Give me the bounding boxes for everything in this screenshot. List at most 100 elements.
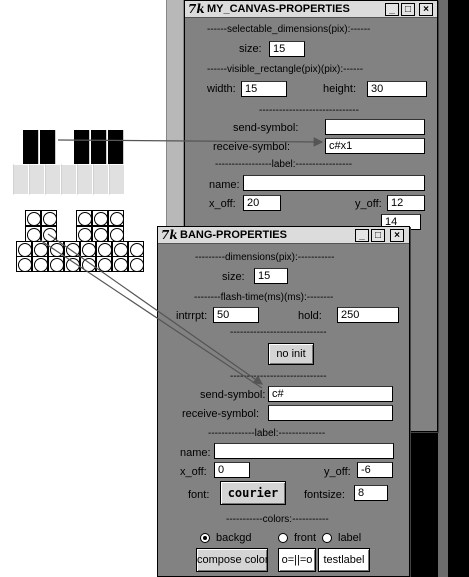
bang-properties-window: 7k BANG-PROPERTIES _ □ × ---------dimens… [157, 226, 410, 577]
fontsize-input[interactable]: 8 [354, 485, 388, 501]
y-off-input[interactable]: -6 [357, 462, 393, 478]
send-symbol-input[interactable] [325, 119, 425, 135]
white-key[interactable] [109, 164, 125, 195]
swap-colors-button[interactable]: o=||=o [278, 548, 316, 572]
hold-label: hold: [298, 310, 322, 322]
colors-separator: -----------colors:----------- [226, 514, 329, 525]
bang-object[interactable] [76, 210, 92, 226]
size-label: size: [239, 43, 262, 55]
bang-object[interactable] [48, 241, 64, 257]
white-key[interactable] [45, 164, 61, 195]
font-courier-button[interactable]: courier [220, 481, 286, 505]
bang-object[interactable] [25, 226, 41, 242]
white-key[interactable] [93, 164, 109, 195]
bang-object[interactable] [32, 256, 48, 272]
bang-object[interactable] [96, 256, 112, 272]
black-key[interactable] [23, 130, 39, 164]
bang-object[interactable] [80, 241, 96, 257]
bang-object[interactable] [16, 241, 32, 257]
bang-object[interactable] [112, 241, 128, 257]
radio-front[interactable] [278, 533, 288, 543]
name-label: name: [209, 179, 240, 191]
bang-object[interactable] [92, 210, 108, 226]
x-off-label: x_off: [209, 198, 236, 210]
send-symbol-label: send-symbol: [200, 389, 266, 401]
hold-input[interactable]: 250 [337, 307, 399, 323]
bang-object[interactable] [112, 256, 128, 272]
black-key[interactable] [40, 130, 56, 164]
bang-object[interactable] [32, 241, 48, 257]
white-key[interactable] [61, 164, 77, 195]
bang-window-titlebar[interactable]: 7k BANG-PROPERTIES _ □ × [158, 227, 409, 244]
bang-object[interactable] [48, 256, 64, 272]
visible-rectangle-separator: ------visible_rectangle(pix)(pix):------ [207, 64, 364, 75]
maximize-button[interactable]: □ [371, 229, 385, 242]
bang-object[interactable] [16, 256, 32, 272]
selectable-dimensions-separator: ------selectable_dimensions(pix):------ [207, 24, 371, 35]
tk-logo-icon: 7k [161, 228, 178, 242]
background-gray-edge [438, 0, 448, 577]
font-label: font: [188, 489, 210, 501]
y-off-input[interactable]: 12 [387, 195, 425, 211]
radio-backgd-label: backgd [216, 532, 252, 544]
black-key[interactable] [91, 130, 107, 164]
bang-object[interactable] [128, 241, 144, 257]
bang-object[interactable] [76, 226, 92, 242]
send-symbol-label: send-symbol: [233, 122, 299, 134]
x-off-input[interactable]: 20 [243, 195, 281, 211]
bang-object[interactable] [64, 241, 80, 257]
close-button[interactable]: × [390, 229, 404, 242]
intrrpt-label: intrrpt: [176, 310, 208, 322]
bang-object[interactable] [96, 241, 112, 257]
tk-logo-icon: 7k [188, 2, 205, 16]
bang-object[interactable] [41, 210, 57, 226]
label-separator: --------------label:-------------- [208, 428, 326, 439]
x-off-label: x_off: [180, 466, 207, 478]
intrrpt-input[interactable]: 50 [213, 307, 259, 323]
minimize-button[interactable]: _ [355, 229, 369, 242]
name-input[interactable] [243, 175, 425, 191]
send-symbol-input[interactable]: c# [268, 386, 393, 402]
receive-symbol-input[interactable] [268, 405, 393, 421]
maximize-button[interactable]: □ [401, 3, 415, 16]
compose-color-button[interactable]: compose color [196, 548, 268, 572]
testlabel-button[interactable]: testlabel [318, 548, 370, 572]
label-separator: -----------------label:----------------- [215, 159, 353, 170]
size-input[interactable]: 15 [269, 41, 305, 57]
black-key[interactable] [108, 130, 124, 164]
white-key[interactable] [29, 164, 45, 195]
fontsize-label: fontsize: [304, 489, 345, 501]
width-input[interactable]: 15 [241, 81, 287, 97]
bang-object[interactable] [108, 226, 124, 242]
white-key[interactable] [13, 164, 29, 195]
white-key[interactable] [77, 164, 93, 195]
receive-symbol-input[interactable]: c#x1 [325, 138, 425, 154]
minimize-button[interactable]: _ [385, 3, 399, 16]
dash-separator: ----------------------------- [230, 371, 327, 382]
height-label: height: [323, 83, 357, 95]
radio-label-label: label [338, 532, 362, 544]
piano-keyboard[interactable] [13, 130, 133, 196]
black-key[interactable] [74, 130, 90, 164]
bang-object[interactable] [108, 210, 124, 226]
y-off-label: y_off: [355, 198, 382, 210]
canvas-window-titlebar[interactable]: 7k MY_CANVAS-PROPERTIES _ □ × [185, 1, 437, 18]
x-off-input[interactable]: 0 [214, 462, 250, 478]
bang-object[interactable] [80, 256, 96, 272]
bang-object[interactable] [128, 256, 144, 272]
dash-separator: ------------------------------ [259, 105, 359, 116]
close-button[interactable]: × [419, 3, 433, 16]
size-input[interactable]: 15 [254, 268, 288, 284]
bang-object[interactable] [25, 210, 41, 226]
bang-object[interactable] [64, 256, 80, 272]
receive-symbol-label: receive-symbol: [182, 408, 260, 420]
name-input[interactable] [214, 443, 394, 459]
height-input[interactable]: 30 [367, 81, 427, 97]
radio-label[interactable] [322, 533, 332, 543]
bang-object[interactable] [92, 226, 108, 242]
receive-symbol-label: receive-symbol: [213, 141, 291, 153]
bang-object[interactable] [41, 226, 57, 242]
no-init-button[interactable]: no init [268, 343, 314, 365]
size-label: size: [222, 271, 245, 283]
radio-backgd[interactable] [200, 533, 210, 543]
